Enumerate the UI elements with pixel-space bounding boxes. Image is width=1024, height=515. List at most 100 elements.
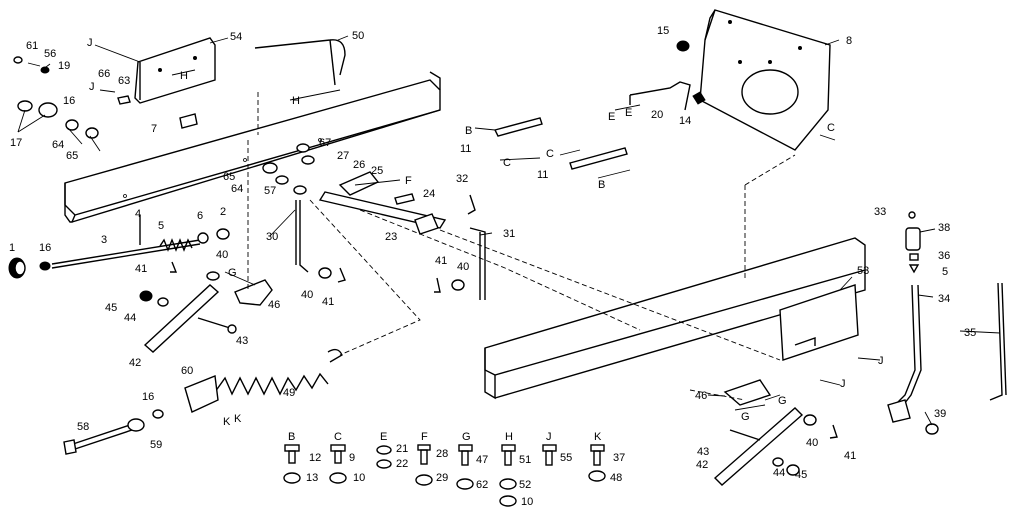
- washer-57: [293, 185, 307, 195]
- bolt-43-left: [197, 317, 237, 334]
- label-38: 38: [938, 222, 950, 234]
- label-53: 53: [857, 265, 869, 277]
- label-35: 35: [964, 327, 976, 339]
- label-1: 1: [9, 242, 15, 254]
- key-E-bottom: 22: [396, 458, 408, 470]
- key-G-top: 47: [476, 454, 488, 466]
- washer-40c: [451, 279, 465, 291]
- ref-G-1: G: [228, 267, 237, 279]
- bracket-46-right: [723, 379, 772, 406]
- nut-icon: [329, 472, 347, 484]
- key-K-bottom: 48: [610, 472, 622, 484]
- label-46b: 46: [695, 390, 707, 402]
- washer-16a: [38, 102, 58, 118]
- washer-40d: [803, 414, 817, 426]
- bracket-7: [179, 113, 198, 129]
- nut-icon: [456, 478, 474, 490]
- key-F-top: 28: [436, 448, 448, 460]
- washer-45a: [139, 290, 153, 302]
- label-4: 4: [135, 208, 141, 220]
- key-B-bottom: 13: [306, 472, 318, 484]
- bolt-icon: [458, 444, 473, 466]
- label-41b: 41: [322, 296, 334, 308]
- key-C-top: 9: [349, 452, 355, 464]
- lever-42-right: [713, 407, 804, 486]
- leader-lines: [17, 35, 1001, 426]
- label-42a: 42: [129, 357, 141, 369]
- label-44b: 44: [773, 467, 785, 479]
- key-letter-J: J: [546, 431, 552, 443]
- label-54: 54: [230, 31, 242, 43]
- knob-1: [8, 257, 26, 279]
- ref-G-3: G: [778, 395, 787, 407]
- label-26: 26: [353, 159, 365, 171]
- ref-C-2: C: [546, 148, 554, 160]
- key-B-top: 12: [309, 452, 321, 464]
- wire-spring-50: [254, 39, 346, 86]
- knob-15: [676, 40, 690, 52]
- bracket-46-left: [234, 279, 273, 306]
- label-41d: 41: [844, 450, 856, 462]
- label-15: 15: [657, 25, 669, 37]
- label-43a: 43: [236, 335, 248, 347]
- label-23: 23: [385, 231, 397, 243]
- ref-J-3: J: [878, 355, 884, 367]
- label-56: 56: [44, 48, 56, 60]
- fastener-key: B 12 13 C 9 10 E 21 22 F 28 29 G 47 62 H…: [283, 431, 625, 508]
- label-8: 8: [846, 35, 852, 47]
- ref-C-1: C: [503, 157, 511, 169]
- nut-61: [13, 56, 23, 64]
- nut-icon: [588, 470, 606, 482]
- dash-panel-8: [699, 9, 831, 151]
- bolt-icon: [417, 444, 431, 465]
- ref-J-4: J: [840, 378, 846, 390]
- label-39: 39: [934, 408, 946, 420]
- ref-K-2: K: [223, 416, 231, 428]
- pin-41c: [434, 277, 441, 293]
- left-frame-rail: [64, 71, 441, 223]
- label-2: 2: [220, 206, 226, 218]
- label-31: 31: [503, 228, 515, 240]
- pedal-rod-34: [887, 284, 922, 423]
- pin-41a: [170, 261, 178, 273]
- nut-16b: [39, 261, 51, 271]
- ref-K-1: K: [234, 413, 242, 425]
- label-19: 19: [58, 60, 70, 72]
- label-67: 67: [319, 137, 331, 149]
- spring-38: [905, 227, 921, 251]
- label-45b: 45: [795, 469, 807, 481]
- label-34: 34: [938, 293, 950, 305]
- washer-59: [127, 418, 145, 432]
- bolt-icon: [590, 444, 605, 466]
- label-46a: 46: [268, 299, 280, 311]
- ref-J-1: J: [87, 37, 93, 49]
- pin-24: [394, 193, 415, 205]
- reference-letters: J J H H F G K K E E B B C C C J J G G: [87, 37, 884, 428]
- bolt-icon: [542, 444, 557, 466]
- ref-B-1: B: [465, 125, 472, 137]
- washer-65a: [85, 127, 99, 139]
- washer-67: [296, 143, 310, 153]
- label-59: 59: [150, 439, 162, 451]
- key-letter-H: H: [505, 431, 513, 443]
- key-letter-C: C: [334, 431, 342, 443]
- ref-H-1: H: [180, 70, 188, 82]
- ref-H-2: H: [292, 95, 300, 107]
- label-58: 58: [77, 421, 89, 433]
- label-16c: 16: [142, 391, 154, 403]
- collar-5b: [908, 264, 920, 274]
- nut-36: [909, 253, 919, 261]
- label-64b: 64: [231, 183, 243, 195]
- label-45a: 45: [105, 302, 117, 314]
- label-17: 17: [10, 137, 22, 149]
- key-H-bottom: 52: [519, 479, 531, 491]
- label-5b: 5: [942, 266, 948, 278]
- lever-42-left: [143, 284, 220, 353]
- ref-B-2: B: [598, 179, 605, 191]
- label-40a: 40: [216, 249, 228, 261]
- clip-33: [908, 211, 916, 219]
- key-letter-F: F: [421, 431, 428, 443]
- ref-C-3: C: [827, 122, 835, 134]
- label-3: 3: [101, 234, 107, 246]
- reference-letter-markers: [94, 44, 881, 411]
